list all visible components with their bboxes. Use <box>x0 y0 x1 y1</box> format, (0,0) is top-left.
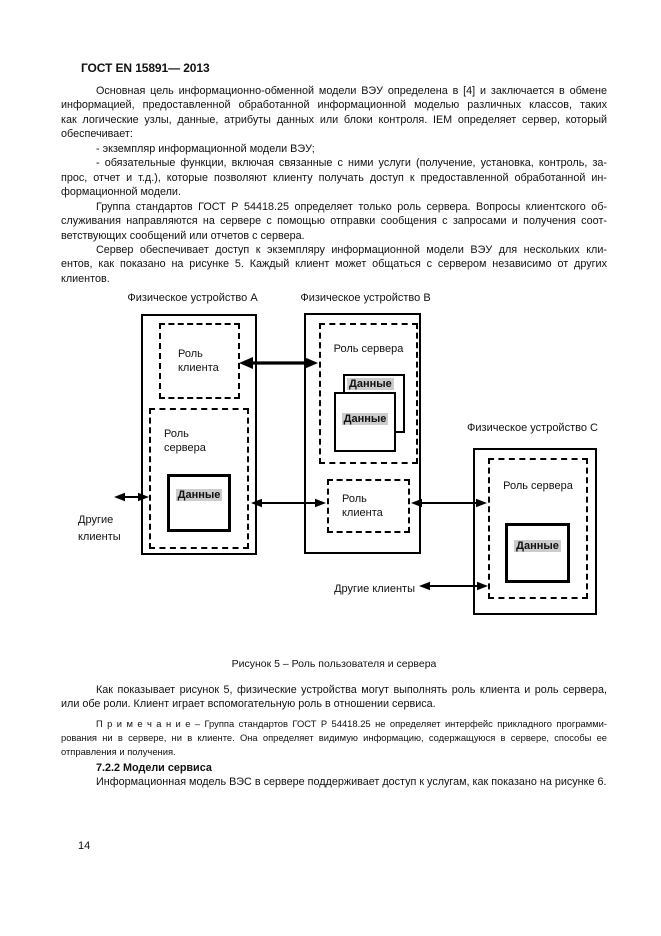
figure-caption: Рисунок 5 – Роль пользователя и сервера <box>231 658 437 670</box>
device-c-server-role-box: Роль сервера <box>488 458 588 599</box>
other-clients-bottom-label: Другие клиенты <box>334 583 415 595</box>
body-line: Как показывает рисунок 5, физические уст… <box>96 684 607 696</box>
body-line: ветствующих сообщений или отчетов с серв… <box>61 229 305 242</box>
body-line: или обе роли. Клиент играет вспомогатель… <box>61 698 436 711</box>
page-header: ГОСТ EN 15891— 2013 <box>81 61 210 75</box>
data-label: Данные <box>347 378 394 390</box>
client-role-label: Роль клиента <box>342 493 383 519</box>
body-line: Сервер обеспечивает доступ к экземпляру … <box>96 243 607 256</box>
note-block: П р и м е ч а н и е – Группа стандартов … <box>61 717 607 760</box>
data-label: Данные <box>341 413 389 425</box>
data-label: Данные <box>514 540 561 552</box>
body-line: - обязательные функции, включая связанны… <box>96 157 607 170</box>
device-a-client-role-box: Роль клиента <box>159 323 240 399</box>
body-line: прос, отчет и т.д.), которые позволяют к… <box>61 171 607 184</box>
device-c-data-box: Данные <box>505 523 570 583</box>
server-role-label: Роль сервера <box>333 343 404 355</box>
body-line: Основная цель информационно-обменной мод… <box>96 85 607 97</box>
device-a-data-box: Данные <box>167 474 231 532</box>
body-line: обеспечивает: <box>61 128 133 141</box>
body-line: информацией, предоставленной обработанно… <box>61 99 607 112</box>
device-a-label: Физическое устройство А <box>127 292 258 304</box>
device-b-label: Физическое устройство В <box>300 292 431 304</box>
client-role-label: Роль клиента <box>178 348 219 374</box>
section-heading: 7.2.2 Модели сервиса <box>96 761 212 774</box>
server-role-label: Роль сервера <box>164 428 206 454</box>
body-line: Информационная модель ВЭС в сервере подд… <box>96 775 607 788</box>
device-b-client-role-box: Роль клиента <box>327 479 410 533</box>
body-line: формационной модели. <box>61 186 181 199</box>
device-b-server-role-box: Роль сервера <box>319 323 418 464</box>
device-a-server-role-box: Роль сервера <box>149 408 249 549</box>
body-text: Основная цель информационно-обменной мод… <box>61 84 607 286</box>
data-label: Данные <box>175 489 223 501</box>
note-line: рования ни в сервере, ни в клиенте. Она … <box>61 732 607 744</box>
device-b-data-box-front: Данные <box>334 392 396 452</box>
server-role-label: Роль сервера <box>503 480 573 492</box>
note-line: П р и м е ч а н и е – Группа стандартов … <box>96 717 607 729</box>
page-number: 14 <box>78 840 91 852</box>
body-line: Группа стандартов ГОСТ Р 54418.25 опреде… <box>96 200 607 213</box>
after-figure-text: Как показывает рисунок 5, физические уст… <box>61 683 607 789</box>
body-line: служивания направляются на сервере с пом… <box>61 215 607 228</box>
body-line: клиентов. <box>61 272 110 285</box>
note-line: отправления и получения. <box>61 746 176 758</box>
body-line: как логические узлы, данные, атрибуты да… <box>61 113 607 126</box>
body-line: ентов, как показано на рисунке 5. Каждый… <box>61 258 607 271</box>
other-clients-left-label: Другие клиенты <box>78 514 121 543</box>
device-c-label: Физическое устройство С <box>467 422 598 434</box>
body-line: - экземпляр информационной модели ВЭУ; <box>96 142 315 155</box>
